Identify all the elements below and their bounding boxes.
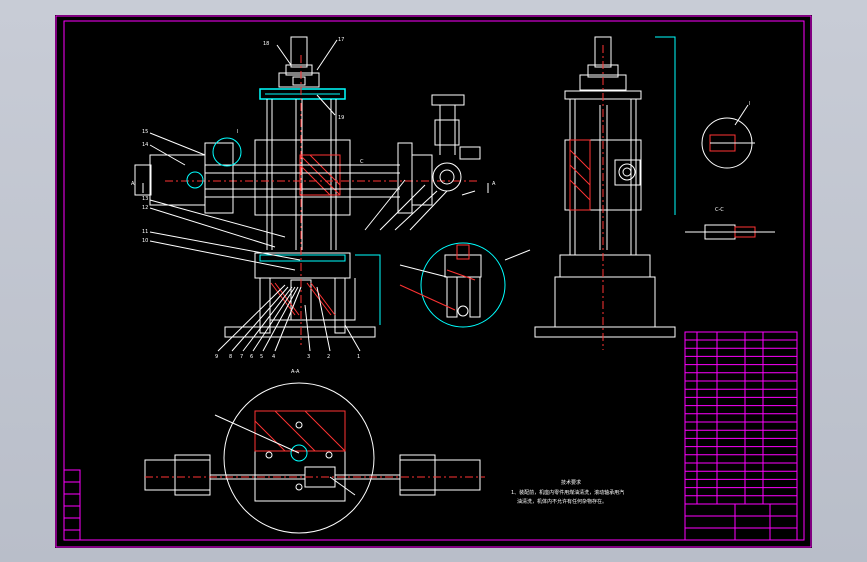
detail-view-ii [399,242,531,328]
detail-circle-i [212,137,242,167]
detail-view-i: I C-C [685,101,775,240]
side-view [534,36,676,350]
inner-border [63,20,805,541]
view-label-cc: C-C [715,207,724,213]
balloon-10: 10 [142,238,148,244]
balloon-4: 4 [272,354,275,360]
cc-marker: C [360,159,364,165]
balloon-11: 11 [142,229,148,235]
balloon-19: 19 [338,115,344,121]
balloon-9: 9 [215,354,218,360]
detail-label-i: I [749,101,750,107]
balloon-13: 13 [142,196,148,202]
drawing-canvas: A A C I 18 17 19 15 [55,15,812,548]
tech-line-2: 油清洗，机体内不允许有任何杂物存在。 [517,498,607,505]
front-view: A A C I [131,36,496,345]
balloon-7: 7 [240,354,243,360]
drawing-sheet: A A C I 18 17 19 15 [55,15,812,548]
section-title: A-A [291,369,300,375]
balloon-18: 18 [263,41,269,47]
cut-marker-right: A [492,181,496,187]
balloon-14: 14 [142,142,148,148]
tech-notes: 技术要求 1、装配前，机座内零件用煤油清洗，滚动轴承用汽 油清洗，机体内不允许有… [511,479,624,505]
balloon-12: 12 [142,205,148,211]
balloon-5: 5 [260,354,263,360]
outer-border [55,15,812,548]
balloon-8: 8 [229,354,232,360]
balloon-2: 2 [327,354,330,360]
detail-label-i-front: I [237,129,238,135]
cut-marker-left: A [131,181,135,187]
tech-line-1: 1、装配前，机座内零件用煤油清洗，滚动轴承用汽 [511,489,624,496]
balloon-3: 3 [307,354,310,360]
balloon-1: 1 [357,354,360,360]
balloon-17: 17 [338,37,344,43]
parts-list [684,331,798,541]
section-a-a: A-A [144,369,485,534]
balloon-15: 15 [142,129,148,135]
tech-title: 技术要求 [561,479,581,486]
revision-block [63,469,81,541]
balloons-front: 18 17 19 15 14 13 12 11 10 [142,37,476,360]
balloon-6: 6 [250,354,253,360]
